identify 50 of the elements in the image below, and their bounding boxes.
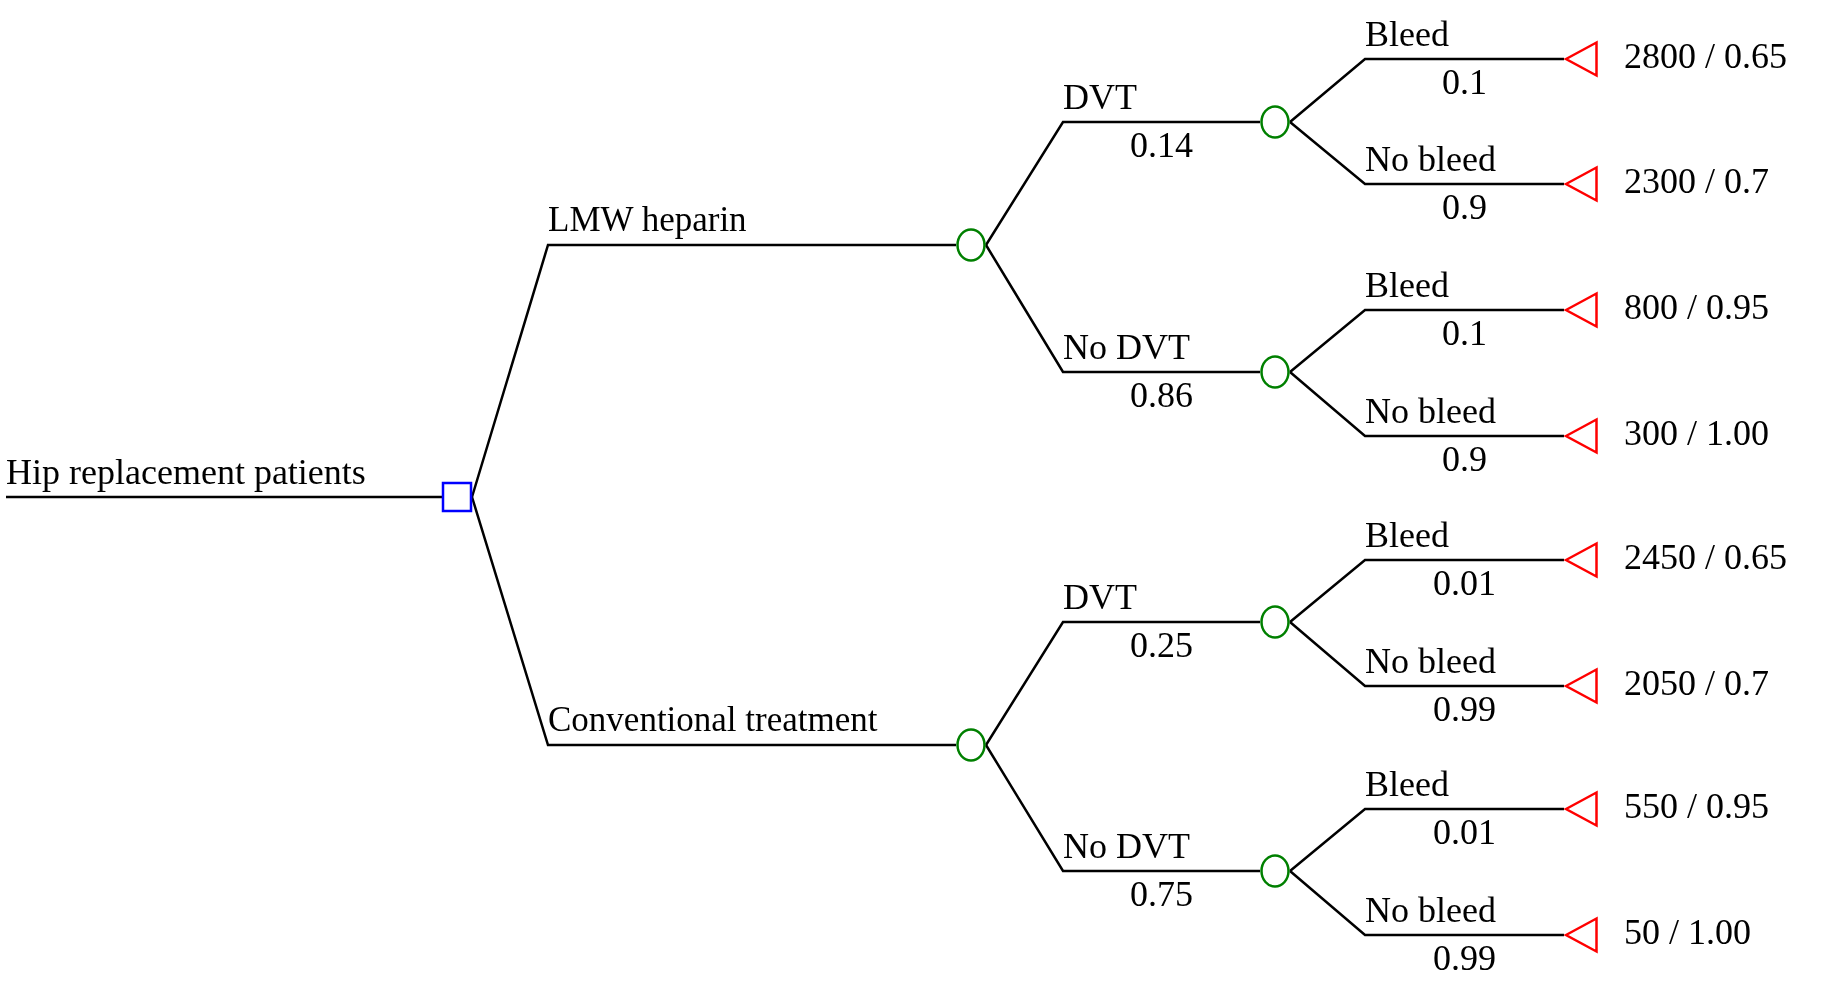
terminal-node	[1564, 166, 1598, 202]
terminal-node	[1564, 542, 1598, 578]
probability-label: 0.86	[1130, 375, 1193, 415]
chance-node	[1260, 605, 1290, 639]
branch-line	[1289, 57, 1564, 123]
probability-label: 0.01	[1433, 812, 1496, 852]
probability-label: 0.1	[1442, 313, 1487, 353]
chance-node	[956, 228, 986, 262]
probability-label: 0.01	[1433, 563, 1496, 603]
probability-label: 0.99	[1433, 689, 1496, 729]
branch-line	[6, 495, 442, 499]
terminal-node	[1564, 41, 1598, 77]
branch-line	[470, 496, 956, 747]
terminal-node	[1564, 418, 1598, 454]
branch-line	[1289, 308, 1564, 373]
branch-line	[984, 744, 1260, 873]
payoff-label: 2300 / 0.7	[1624, 162, 1769, 202]
probability-label: 0.1	[1442, 62, 1487, 102]
probability-label: 0.99	[1433, 938, 1496, 978]
payoff-label: 2800 / 0.65	[1624, 37, 1787, 77]
terminal-node	[1564, 292, 1598, 328]
branch-line	[1289, 621, 1564, 688]
branch-line	[984, 120, 1260, 246]
payoff-label: 550 / 0.95	[1624, 787, 1769, 827]
chance-node	[1260, 355, 1290, 389]
terminal-node	[1564, 917, 1598, 953]
probability-label: 0.14	[1130, 125, 1193, 165]
payoff-label: 2450 / 0.65	[1624, 538, 1787, 578]
branch-line	[470, 243, 956, 498]
terminal-node	[1564, 668, 1598, 704]
branch-line	[1289, 121, 1564, 186]
probability-label: 0.75	[1130, 874, 1193, 914]
payoff-label: 800 / 0.95	[1624, 288, 1769, 328]
branch-line	[1289, 807, 1564, 872]
branch-line	[1289, 371, 1564, 438]
payoff-label: 50 / 1.00	[1624, 913, 1751, 953]
branch-line	[1289, 558, 1564, 623]
probability-label: 0.25	[1130, 625, 1193, 665]
branch-line	[1289, 870, 1564, 937]
branch-line	[984, 244, 1260, 374]
probability-label: 0.9	[1442, 439, 1487, 479]
chance-node	[1260, 105, 1290, 139]
terminal-node	[1564, 791, 1598, 827]
chance-node	[1260, 854, 1290, 888]
decision-node	[442, 482, 472, 512]
branch-line	[984, 620, 1260, 746]
chance-node	[956, 728, 986, 762]
payoff-label: 300 / 1.00	[1624, 414, 1769, 454]
payoff-label: 2050 / 0.7	[1624, 664, 1769, 704]
probability-label: 0.9	[1442, 187, 1487, 227]
